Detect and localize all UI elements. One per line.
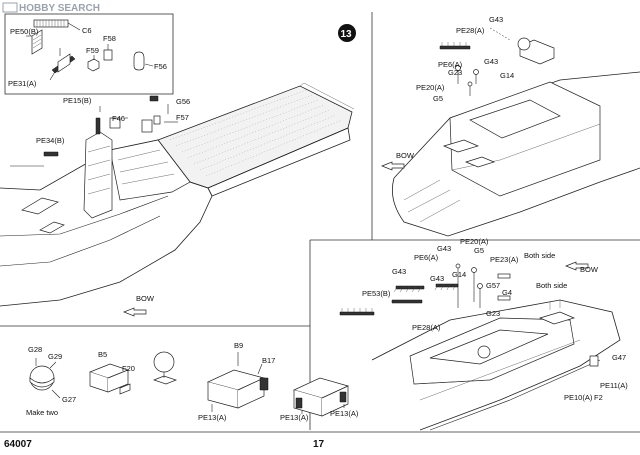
step-badge: 13 [338,24,356,42]
label-g57-rm: G57 [486,281,500,290]
assy-dome [29,358,61,399]
label-g29: G29 [48,352,62,361]
label-pe50b: PE50(B) [10,27,39,36]
inset-parts [26,19,154,81]
right-mid-view [339,261,621,431]
assy-sphere [152,351,178,385]
label-f57: F57 [176,113,189,122]
label-g43-rt2: G43 [484,57,498,66]
label-g23-rt: G23 [448,68,462,77]
label-g4-rm: G4 [502,288,512,297]
part-pe50b [31,29,43,55]
assy-b5-f20 [88,363,131,395]
bottom-assemblies [29,351,350,417]
label-g14-rt: G14 [500,71,514,80]
mast-tower [83,131,113,219]
label-f56: F56 [154,62,167,71]
label-pe15b: PE15(B) [63,96,92,105]
label-pe31a: PE31(A) [8,79,37,88]
label-g5-rm: G5 [474,246,484,255]
label-pe6a-rm: PE6(A) [414,253,439,262]
label-b5: B5 [98,350,107,359]
label-g43-rm2: G43 [430,274,444,283]
label-pe10a-rm: PE10(A) [564,393,593,402]
label-f59: F59 [86,46,99,55]
part-pe31a [49,53,76,81]
label-g27: G27 [62,395,76,404]
label-both-side-1: Both side [524,251,555,260]
label-pe28a-rm: PE28(A) [412,323,441,332]
step-number: 13 [341,29,353,40]
label-pe13a-1: PE13(A) [198,413,227,422]
label-g56: G56 [176,97,190,106]
watermark: HOBBY SEARCH [2,2,100,14]
label-pe6a-rt: PE6(A) [438,60,463,69]
label-pe53b-rm: PE53(B) [362,289,391,298]
label-b17: B17 [262,356,275,365]
label-both-side-2: Both side [536,281,567,290]
label-pe13a-3: PE13(A) [330,409,359,418]
label-g43-rm3: G43 [392,267,406,276]
inset-box [4,13,174,95]
part-f56 [133,51,154,71]
right-top-view [381,27,640,237]
label-pe28a-rt: PE28(A) [456,26,485,35]
label-g28: G28 [28,345,42,354]
label-g23-rm: G23 [486,309,500,318]
assy-housing-2 [292,377,350,417]
label-g5-rt: G5 [433,94,443,103]
deck-dots [169,89,343,177]
part-c6 [33,19,81,31]
assy-b9-b17 [206,352,269,409]
label-pe13a-2: PE13(A) [280,413,309,422]
label-b9: B9 [234,341,243,350]
label-pe11a-rm: PE11(A) [600,381,628,390]
kit-code: 64007 [4,439,32,450]
label-g43-rt: G43 [489,15,503,24]
label-f46: F46 [112,114,125,123]
part-f58 [103,44,113,61]
label-bow-rm: BOW [580,265,599,274]
part-f59 [87,55,100,72]
label-pe20a-rm: PE20(A) [460,237,489,246]
label-pe20a-rt: PE20(A) [416,83,445,92]
label-bow-rt: BOW [396,151,415,160]
label-g43-rm: G43 [437,244,451,253]
main-ship-view [0,82,355,317]
label-g14-rm: G14 [452,270,466,279]
label-g47-rm: G47 [612,353,626,362]
label-pe34b: PE34(B) [36,136,65,145]
page-number: 17 [313,439,325,450]
label-f2-rm: F2 [594,393,603,402]
label-pe23a-rm: PE23(A) [490,255,519,264]
label-make-two: Make two [26,408,58,417]
label-c6: C6 [82,26,92,35]
label-f58: F58 [103,34,116,43]
label-bow-main: BOW [136,294,155,303]
label-f20: F20 [122,364,135,373]
watermark-text: HOBBY SEARCH [19,3,100,14]
